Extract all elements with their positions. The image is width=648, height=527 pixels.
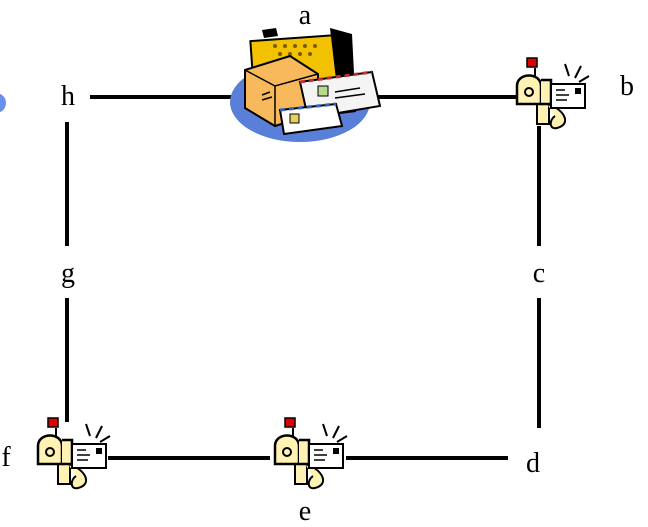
- mailbox-icon-b: [515, 56, 591, 130]
- mailbox-icon-e: [273, 416, 349, 490]
- diagram-edges: [65, 95, 541, 460]
- node-label-a: a: [299, 0, 312, 31]
- node-label-h: h: [61, 81, 75, 112]
- node-label-g: g: [61, 258, 75, 289]
- post-office-parcels-icon: [230, 28, 382, 142]
- node-label-e: e: [299, 496, 311, 527]
- node-label-d: d: [526, 448, 540, 479]
- node-label-f: f: [1, 442, 11, 473]
- edge-accent-dot: [0, 93, 6, 113]
- node-label-c: c: [533, 258, 545, 289]
- mailbox-icon-f: [36, 416, 112, 490]
- node-label-b: b: [620, 71, 634, 102]
